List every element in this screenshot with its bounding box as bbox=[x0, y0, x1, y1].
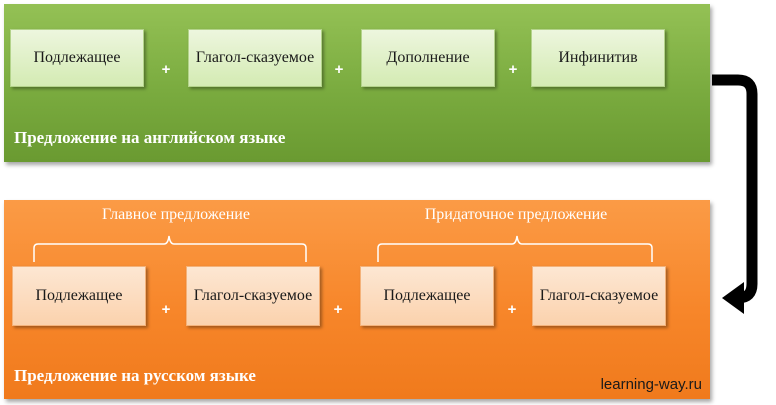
english-predicate-box: Глагол-сказуемое bbox=[188, 29, 322, 87]
main-clause-brace bbox=[33, 235, 307, 262]
russian-plus-1: + bbox=[161, 301, 171, 318]
english-plus-3: + bbox=[508, 61, 518, 78]
russian-sentence-panel: Главное предложение Придаточное предложе… bbox=[4, 200, 710, 399]
russian-sub-predicate-box: Глагол-сказуемое bbox=[532, 266, 666, 326]
english-infinitive-box: Инфинитив bbox=[531, 29, 665, 87]
english-subject-box: Подлежащее bbox=[10, 29, 144, 87]
russian-sub-subject-label: Подлежащее bbox=[383, 287, 471, 304]
russian-main-subject-box: Подлежащее bbox=[12, 266, 146, 326]
russian-main-subject-label: Подлежащее bbox=[35, 287, 123, 304]
english-infinitive-label: Инфинитив bbox=[558, 49, 638, 66]
watermark: learning-way.ru bbox=[600, 376, 702, 393]
english-predicate-label: Глагол-сказуемое bbox=[195, 49, 315, 66]
russian-plus-3: + bbox=[507, 301, 517, 318]
russian-main-predicate-box: Глагол-сказуемое bbox=[186, 266, 320, 326]
english-panel-caption: Предложение на английском языке bbox=[14, 128, 286, 147]
english-object-box: Дополнение bbox=[361, 29, 495, 87]
curved-arrow-icon bbox=[712, 74, 758, 314]
russian-plus-2: + bbox=[333, 301, 343, 318]
english-plus-1: + bbox=[161, 61, 171, 78]
main-clause-label: Главное предложение bbox=[102, 206, 250, 223]
russian-panel-caption: Предложение на русском языке bbox=[14, 366, 256, 385]
russian-sub-predicate-label: Глагол-сказуемое bbox=[539, 287, 659, 304]
russian-sub-subject-box: Подлежащее bbox=[360, 266, 494, 326]
english-object-label: Дополнение bbox=[386, 49, 470, 66]
english-sentence-panel: Подлежащее + Глагол-сказуемое + Дополнен… bbox=[4, 4, 710, 162]
subordinate-clause-brace bbox=[377, 235, 653, 262]
english-subject-label: Подлежащее bbox=[33, 49, 121, 66]
subordinate-clause-label: Придаточное предложение bbox=[424, 206, 608, 223]
russian-main-predicate-label: Глагол-сказуемое bbox=[193, 287, 313, 304]
english-plus-2: + bbox=[334, 61, 344, 78]
